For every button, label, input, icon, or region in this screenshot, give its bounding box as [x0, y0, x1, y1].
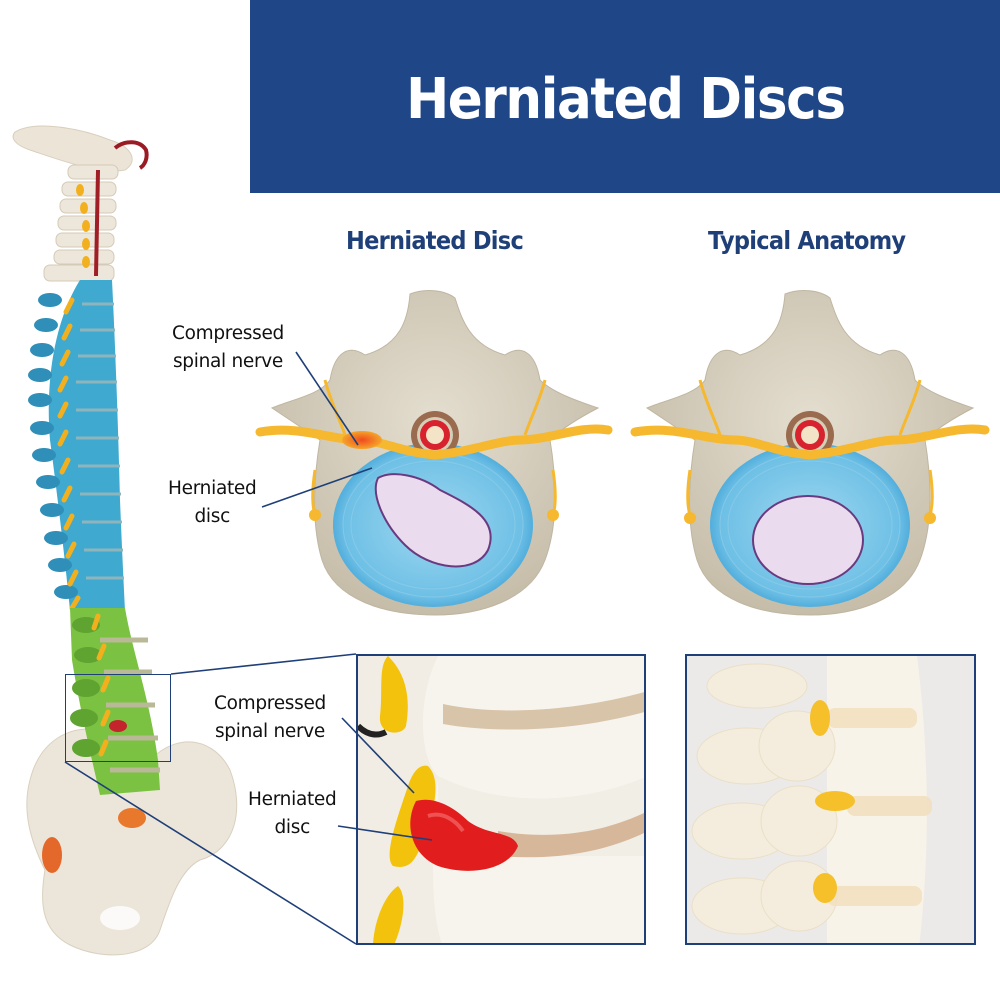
herniated-disc-heading: Herniated Disc: [346, 226, 524, 255]
compressed-nerve-label-photo: Compressed spinal nerve: [214, 690, 326, 746]
label-line: Compressed: [214, 693, 326, 714]
typical-cross-section: [630, 290, 990, 616]
label-line: Herniated: [248, 789, 337, 810]
zoom-highlight-box: [65, 674, 171, 762]
herniated-disc-label-photo: Herniated disc: [248, 786, 337, 842]
page-title: Herniated Discs: [405, 67, 846, 132]
typical-spine-photo-image: [687, 656, 974, 943]
label-line: spinal nerve: [214, 721, 326, 742]
typical-spine-photo: [685, 654, 976, 945]
herniated-cross-section: [255, 290, 613, 616]
label-line: Compressed: [172, 323, 284, 344]
typical-anatomy-heading: Typical Anatomy: [708, 226, 906, 255]
label-line: disc: [274, 817, 310, 838]
label-line: Herniated: [168, 478, 257, 499]
herniated-disc-label-diagram: Herniated disc: [168, 475, 257, 531]
title-banner: Herniated Discs: [250, 0, 1000, 193]
herniated-disc-photo-image: [358, 656, 644, 943]
label-line: spinal nerve: [172, 351, 284, 372]
compressed-nerve-label-diagram: Compressed spinal nerve: [172, 320, 284, 376]
label-line: disc: [194, 506, 230, 527]
herniated-disc-photo: [356, 654, 646, 945]
